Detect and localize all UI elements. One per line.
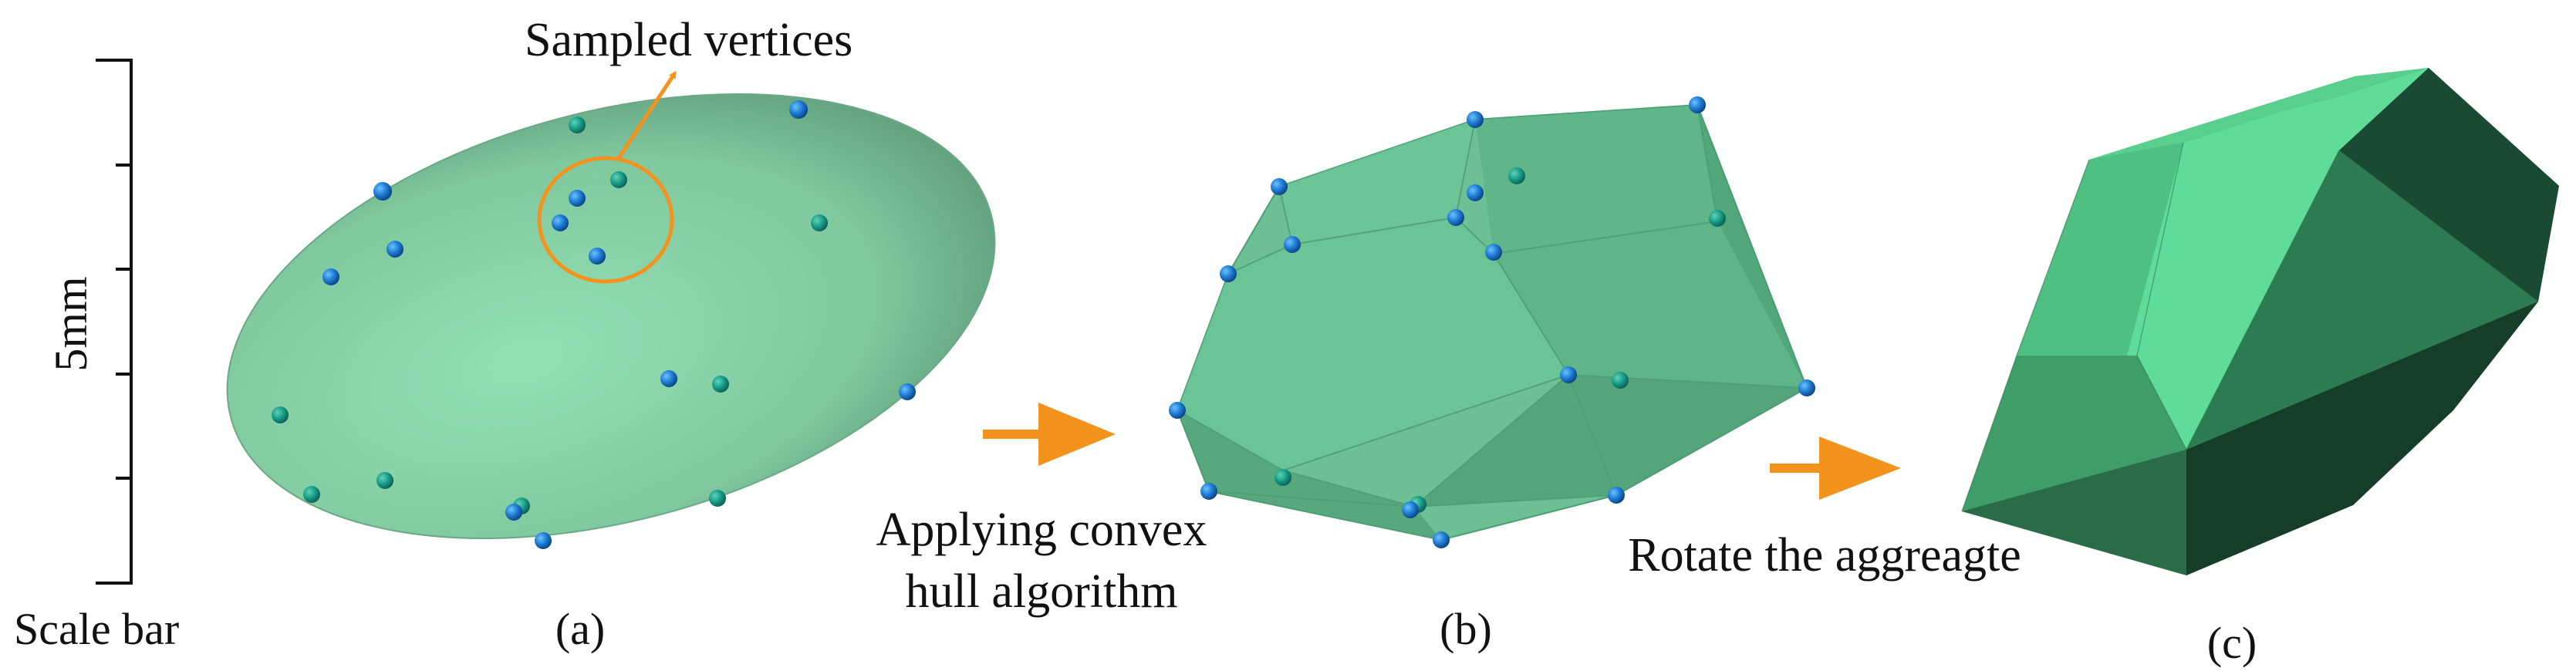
panel-b (1169, 96, 1815, 548)
scale-bar-caption: Scale bar (14, 604, 179, 654)
ellipsoid (226, 93, 996, 540)
caption-a: (a) (555, 604, 605, 654)
step-arrow-2 (1770, 437, 1901, 500)
highlight-circle (537, 156, 674, 284)
highlight-arrow (615, 70, 677, 162)
step-arrow-1 (983, 403, 1116, 466)
scale-bar (96, 59, 133, 585)
step-1-line-2: hull algorithm (905, 565, 1177, 618)
panel-a (226, 70, 996, 549)
step-2-line-1: Rotate the aggreagte (1628, 529, 2021, 582)
caption-b: (b) (1440, 604, 1492, 654)
panel-c (1961, 68, 2559, 575)
caption-c: (c) (2207, 618, 2257, 668)
sampled-vertices-a (272, 100, 916, 549)
sampled-vertices-label: Sampled vertices (525, 14, 852, 66)
hull-vertices (1169, 96, 1815, 548)
scale-bar-value: 5mm (46, 276, 96, 371)
step-1-line-1: Applying convex (876, 504, 1207, 556)
